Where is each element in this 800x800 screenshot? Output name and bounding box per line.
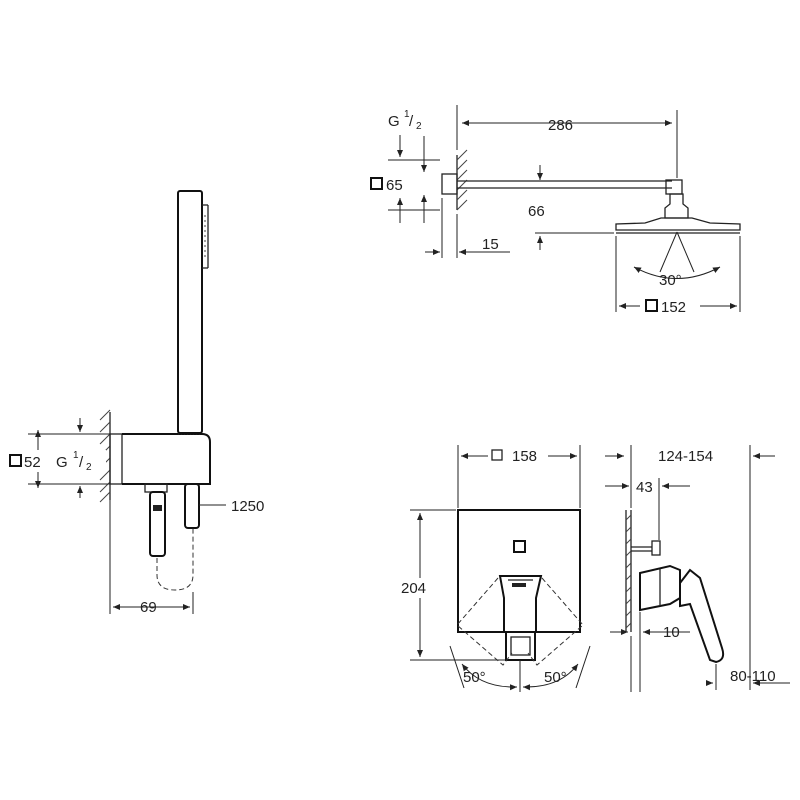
square-symbol-icon: [370, 177, 383, 190]
head-size-label: 152: [661, 299, 686, 316]
hand-thread-label: G: [56, 454, 68, 471]
arm-length-label: 286: [548, 117, 573, 134]
hose-length-label: 1250: [231, 498, 264, 515]
hose-line: [156, 528, 194, 591]
mixer-side-view: 124-154 43 10 80-110: [605, 445, 790, 692]
head-flange-label: 65: [386, 177, 403, 194]
mixer-stem: [651, 540, 661, 556]
hand-thread-numerator: 1: [73, 450, 79, 461]
head-thread-slash: /: [409, 113, 414, 130]
square-symbol-icon: [491, 449, 503, 461]
install-range-label: 80-110: [730, 668, 776, 685]
mixer-side-lever: [679, 568, 725, 664]
hand-thread-denominator: 2: [86, 462, 92, 473]
hand-shower-view: 52 G 1 / 2 1250 69: [6, 190, 264, 616]
hand-flange-label: 52: [24, 454, 41, 471]
hose-connector: [144, 483, 200, 557]
wall-offset-label: 15: [482, 236, 499, 253]
wall-outlet: [109, 433, 123, 485]
mixer-wall: [625, 510, 632, 632]
projection-label: 69: [140, 599, 157, 616]
shower-head: [615, 193, 741, 273]
drop-label: 66: [528, 203, 545, 220]
angle-right-label: 50°: [544, 669, 567, 686]
indicator-square: [513, 540, 526, 553]
depth-range-label: 124-154: [658, 448, 713, 465]
wall-depth-label: 43: [636, 479, 653, 496]
head-shower-wall: [456, 149, 468, 211]
lever-offset-label: 10: [663, 624, 680, 641]
mixer-front-view: 158 204 50° 50°: [398, 445, 591, 692]
hand-thread-slash: /: [79, 454, 84, 471]
shower-arm: [457, 179, 683, 195]
head-thread-denominator: 2: [416, 121, 422, 132]
spray-angle-label: 30°: [659, 272, 682, 289]
head-shower-flange: [441, 173, 458, 195]
square-symbol-icon: [9, 454, 22, 467]
angle-left-label: 50°: [463, 669, 486, 686]
head-shower-view: 286 G 1 / 2 65 66 15 30° 152: [370, 105, 741, 316]
head-shower-thread-label: G: [388, 113, 400, 130]
shower-holder: [122, 433, 211, 485]
square-symbol-icon: [645, 299, 658, 312]
lever-right-position: [527, 577, 584, 666]
lever-left-position: [456, 577, 513, 666]
head-thread-numerator: 1: [404, 109, 410, 120]
hand-shower-handle: [177, 190, 209, 434]
cover-height-label: 204: [401, 580, 426, 597]
cover-width-label: 158: [512, 448, 537, 465]
cover-plate: [457, 509, 581, 633]
